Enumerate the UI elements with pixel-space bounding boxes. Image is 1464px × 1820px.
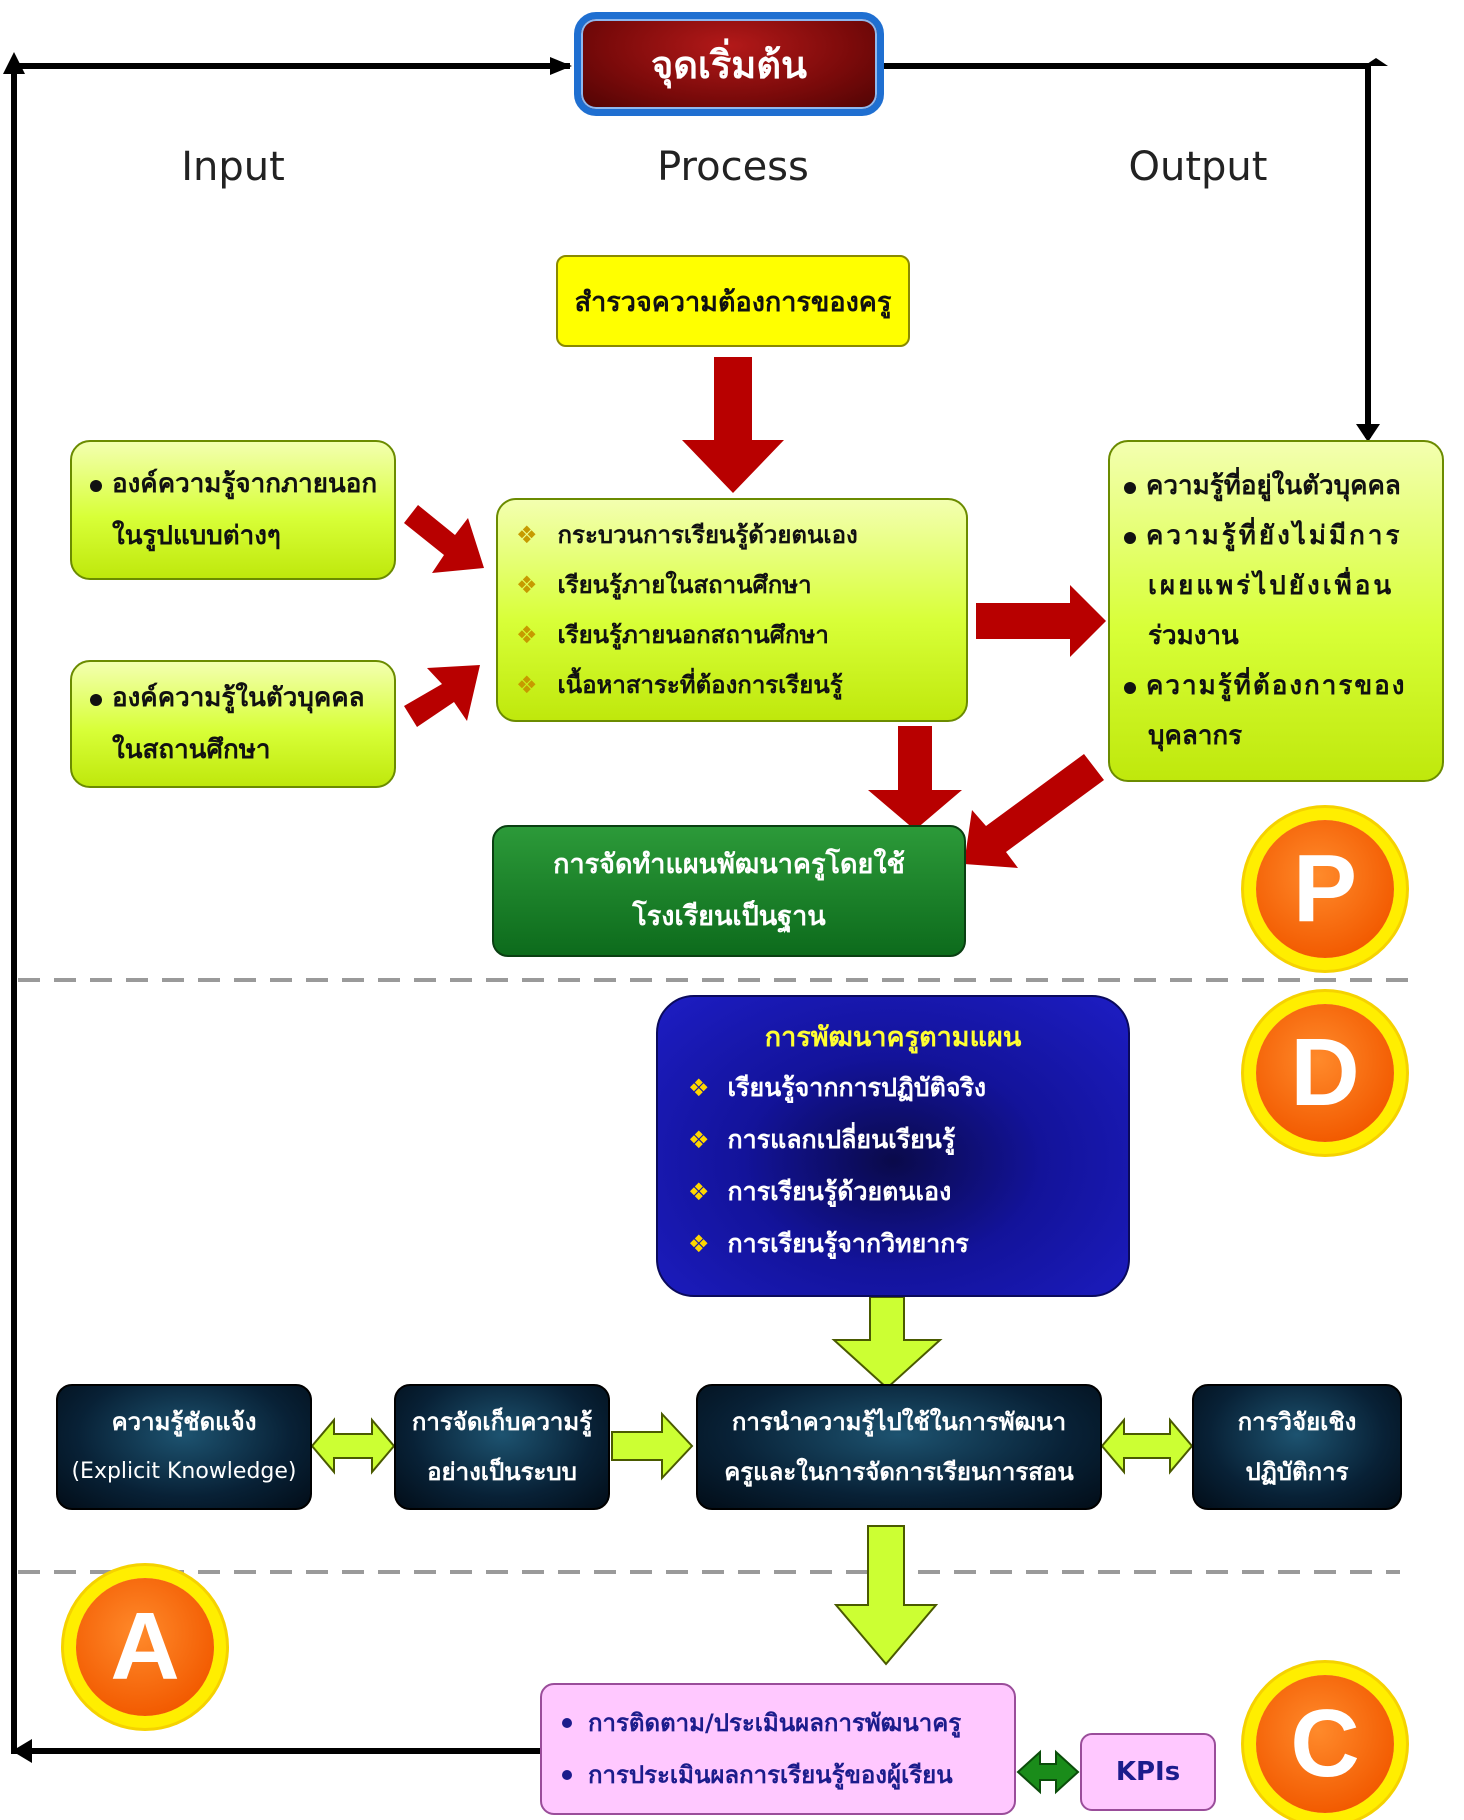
research-line1: การวิจัยเชิง bbox=[1237, 1408, 1357, 1436]
bullet-icon bbox=[1124, 482, 1136, 494]
bullet-icon bbox=[562, 1718, 572, 1728]
development-item: ❖การแลกเปลี่ยนเรียนรู้ bbox=[688, 1114, 1098, 1166]
survey-to-process-arrow bbox=[682, 357, 784, 493]
feedback-loop-line bbox=[3, 52, 572, 1763]
check-kpi-double-arrow bbox=[1016, 1749, 1080, 1795]
learning-process-box: ❖กระบวนการเรียนรู้ด้วยตนเอง ❖เรียนรู้ภาย… bbox=[496, 498, 968, 722]
input1-to-process-arrow bbox=[404, 505, 484, 573]
output-column-header: Output bbox=[1128, 144, 1268, 190]
storage-line2: อย่างเป็นระบบ bbox=[427, 1458, 577, 1486]
knowledge-output-box: ความรู้ที่อยู่ในตัวบุคคล ความรู้ที่ยังไม… bbox=[1108, 440, 1444, 782]
development-item: ❖การเรียนรู้จากวิทยากร bbox=[688, 1218, 1098, 1270]
development-title: การพัฒนาครูตามแผน bbox=[764, 1022, 1022, 1053]
output-item-2-line3: ร่วมงาน bbox=[1148, 621, 1239, 651]
external-knowledge-line1: องค์ความรู้จากภายนอก bbox=[90, 458, 377, 510]
explicit-knowledge-box: ความรู้ชัดแจ้ง (Explicit Knowledge) bbox=[56, 1384, 312, 1510]
process-item: ❖เรียนรู้ภายนอกสถานศึกษา bbox=[516, 610, 948, 660]
bullet-icon bbox=[562, 1770, 572, 1780]
apply-research-double-arrow bbox=[1100, 1417, 1194, 1475]
apply-line1: การนำความรู้ไปใช้ในการพัฒนา bbox=[731, 1408, 1067, 1436]
explicit-storage-double-arrow bbox=[310, 1417, 396, 1475]
development-list: ❖เรียนรู้จากการปฏิบัติจริง ❖การแลกเปลี่ย… bbox=[688, 1062, 1098, 1270]
pdca-plan-circle: P bbox=[1256, 820, 1394, 958]
bullet-icon bbox=[90, 694, 102, 706]
process-item: ❖เรียนรู้ภายในสถานศึกษา bbox=[516, 560, 948, 610]
storage-to-apply-arrow bbox=[611, 1411, 694, 1481]
diamond-bullet-icon: ❖ bbox=[516, 571, 538, 599]
teacher-development-box: การพัฒนาครูตามแผน ❖เรียนรู้จากการปฏิบัติ… bbox=[656, 995, 1130, 1297]
start-node: จุดเริ่มต้น bbox=[574, 12, 884, 116]
process-column-header: Process bbox=[657, 144, 809, 190]
input2-to-process-arrow bbox=[404, 665, 480, 727]
explicit-line2: (Explicit Knowledge) bbox=[71, 1459, 297, 1484]
output-item-3-line2: บุคลากร bbox=[1148, 721, 1243, 751]
development-item: ❖เรียนรู้จากการปฏิบัติจริง bbox=[688, 1062, 1098, 1114]
school-based-plan-box: การจัดทำแผนพัฒนาครูโดยใช้ โรงเรียนเป็นฐา… bbox=[492, 825, 966, 957]
pdca-do-circle: D bbox=[1256, 1004, 1394, 1142]
diamond-bullet-icon: ❖ bbox=[516, 671, 538, 699]
output-item-2-line1: ความรู้ที่ยังไม่มีการ bbox=[1124, 511, 1428, 561]
output-item-2-line2: เผยแพร่ไปยังเพื่อน bbox=[1148, 571, 1395, 601]
pdca-check-circle: C bbox=[1256, 1675, 1394, 1813]
diamond-bullet-icon: ❖ bbox=[516, 521, 538, 549]
plan-line2: โรงเรียนเป็นฐาน bbox=[632, 901, 826, 932]
development-item: ❖การเรียนรู้ด้วยตนเอง bbox=[688, 1166, 1098, 1218]
evaluation-item: การติดตาม/ประเมินผลการพัฒนาครู bbox=[562, 1697, 994, 1749]
diamond-bullet-icon: ❖ bbox=[688, 1178, 710, 1206]
research-line2: ปฏิบัติการ bbox=[1245, 1458, 1349, 1486]
process-item: ❖กระบวนการเรียนรู้ด้วยตนเอง bbox=[516, 510, 948, 560]
kpi-label: KPIs bbox=[1115, 1757, 1181, 1787]
storage-line1: การจัดเก็บความรู้ bbox=[411, 1408, 593, 1436]
knowledge-application-box: การนำความรู้ไปใช้ในการพัฒนา ครูและในการจ… bbox=[696, 1384, 1102, 1510]
plan-line1: การจัดทำแผนพัฒนาครูโดยใช้ bbox=[553, 849, 905, 880]
diamond-bullet-icon: ❖ bbox=[516, 621, 538, 649]
apply-line2: ครูและในการจัดการเรียนการสอน bbox=[724, 1458, 1074, 1486]
develop-to-apply-arrow bbox=[831, 1296, 943, 1390]
bullet-icon bbox=[90, 480, 102, 492]
process-item: ❖เนื้อหาสาระที่ต้องการเรียนรู้ bbox=[516, 660, 948, 710]
kpi-box: KPIs bbox=[1080, 1733, 1216, 1811]
internal-knowledge-line1: องค์ความรู้ในตัวบุคคล bbox=[90, 672, 376, 724]
teacher-needs-survey-box: สำรวจความต้องการของครู bbox=[556, 255, 910, 347]
diamond-bullet-icon: ❖ bbox=[688, 1230, 710, 1258]
output-item-1: ความรู้ที่อยู่ในตัวบุคคล bbox=[1124, 461, 1428, 511]
start-to-output-line bbox=[884, 58, 1388, 442]
external-knowledge-box: องค์ความรู้จากภายนอก ในรูปแบบต่างๆ bbox=[70, 440, 396, 580]
process-to-plan-arrow bbox=[868, 726, 962, 830]
input-column-header: Input bbox=[181, 144, 285, 190]
diamond-bullet-icon: ❖ bbox=[688, 1074, 710, 1102]
explicit-line1: ความรู้ชัดแจ้ง bbox=[111, 1408, 257, 1436]
diamond-bullet-icon: ❖ bbox=[688, 1126, 710, 1154]
apply-to-check-arrow bbox=[833, 1525, 939, 1666]
output-item-3-line1: ความรู้ที่ต้องการของ bbox=[1124, 661, 1428, 711]
evaluation-item: การประเมินผลการเรียนรู้ของผู้เรียน bbox=[562, 1749, 994, 1801]
evaluation-box: การติดตาม/ประเมินผลการพัฒนาครู การประเมิ… bbox=[540, 1683, 1016, 1815]
bullet-icon bbox=[1124, 532, 1136, 544]
start-label: จุดเริ่มต้น bbox=[650, 42, 808, 87]
action-research-box: การวิจัยเชิง ปฏิบัติการ bbox=[1192, 1384, 1402, 1510]
process-to-output-arrow bbox=[976, 585, 1106, 657]
output-to-plan-arrow bbox=[964, 754, 1104, 868]
bullet-icon bbox=[1124, 682, 1136, 694]
external-knowledge-line2: ในรูปแบบต่างๆ bbox=[112, 521, 281, 551]
survey-label: สำรวจความต้องการของครู bbox=[574, 286, 892, 318]
knowledge-storage-box: การจัดเก็บความรู้ อย่างเป็นระบบ bbox=[394, 1384, 610, 1510]
internal-knowledge-box: องค์ความรู้ในตัวบุคคล ในสถานศึกษา bbox=[70, 660, 396, 788]
internal-knowledge-line2: ในสถานศึกษา bbox=[112, 735, 271, 765]
pdca-act-circle: A bbox=[76, 1578, 214, 1716]
